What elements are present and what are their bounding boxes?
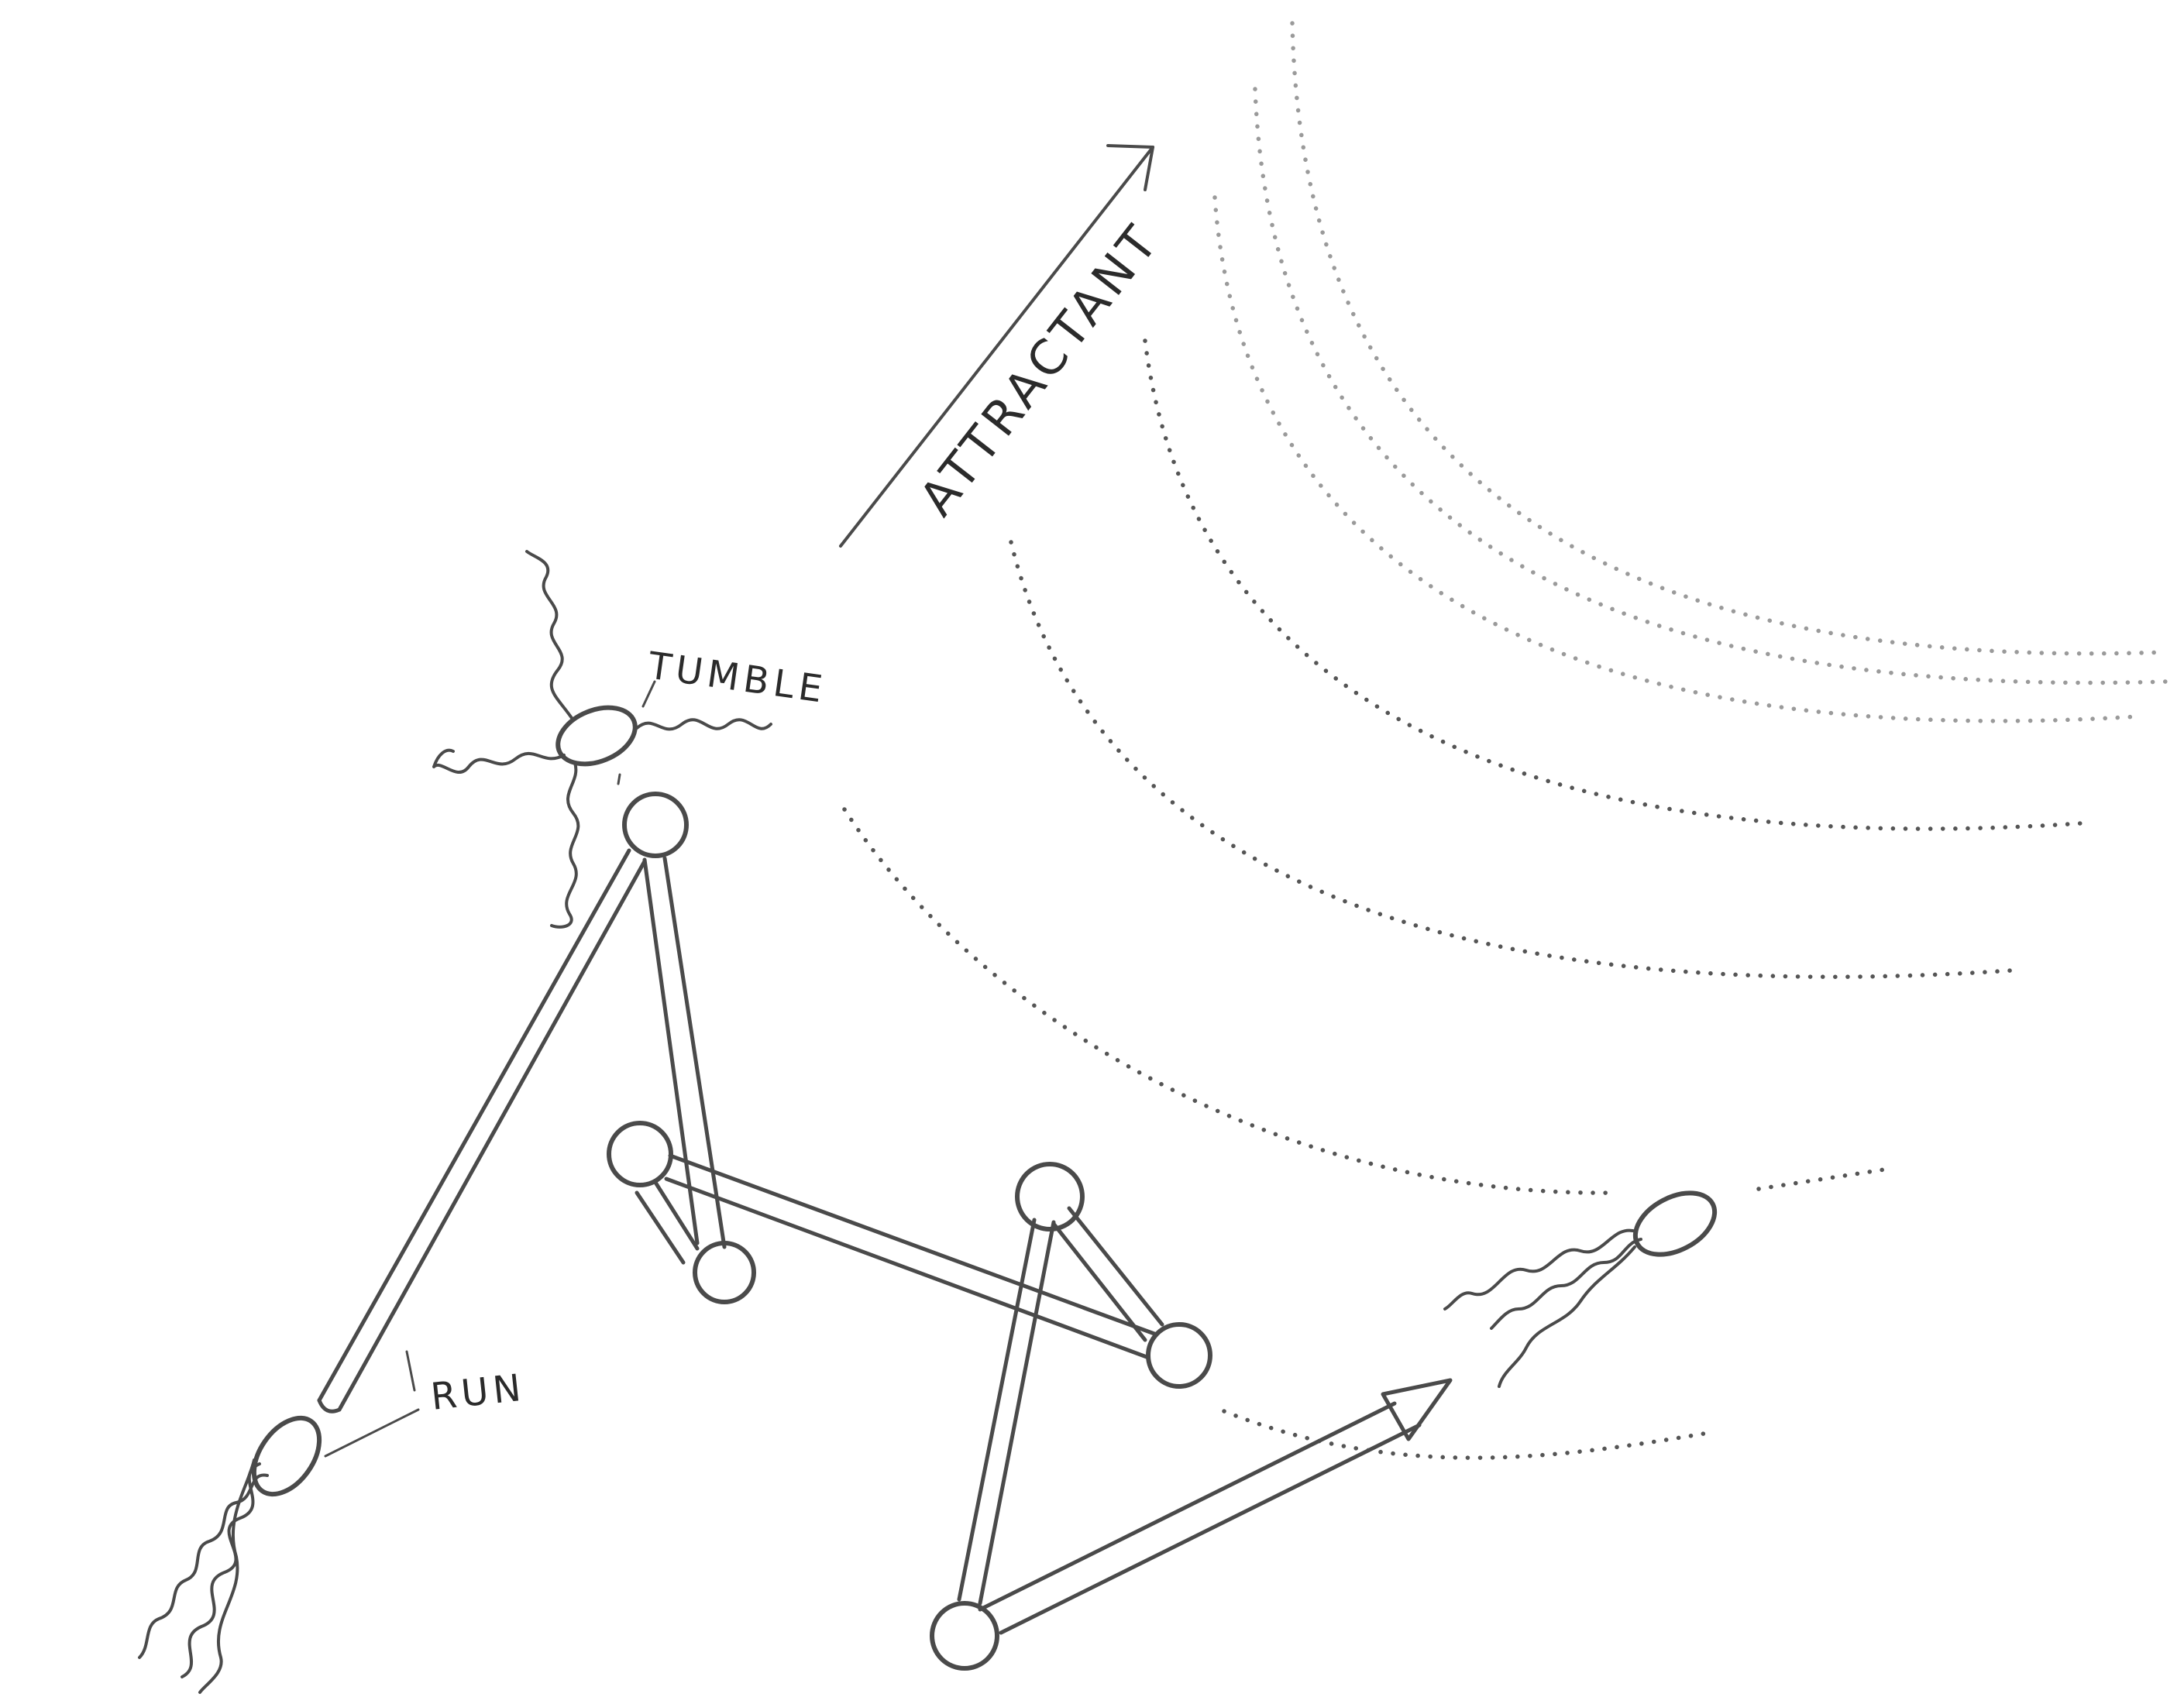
gradient-arc-3 [1212, 195, 2141, 723]
run-tumble-path [317, 848, 1453, 1635]
gradient-arc-5 [1009, 540, 2024, 979]
tumbling-bacterium-body [555, 705, 638, 767]
run-label: RUN [428, 1366, 528, 1418]
end-bacterium [1443, 1190, 1718, 1388]
end-flagellum-1 [1490, 1238, 1642, 1330]
end-flagellum-3 [1498, 1245, 1636, 1388]
flagellum-left [432, 748, 566, 774]
attractant-label: ATTRACTANT [908, 212, 1171, 526]
gradient-arc-1 [1290, 21, 2168, 656]
run-segment-4 [664, 1153, 1157, 1359]
tumbling-bacterium [432, 550, 772, 929]
end-flagellum-2 [1443, 1228, 1638, 1311]
tumble-node-6 [930, 1601, 999, 1671]
attractant-direction-arrow [839, 144, 1154, 548]
start-flagellum-1 [138, 1473, 269, 1659]
attractant-gradient [842, 21, 2168, 1460]
tumble-node-5 [1146, 1322, 1212, 1389]
run-segment-5 [1051, 1206, 1164, 1342]
run-segment-7 [978, 1378, 1453, 1635]
run-segment-2 [642, 856, 727, 1249]
tumble-node-1 [622, 792, 689, 858]
flagellum-down [550, 761, 580, 929]
tumble-nodes [607, 792, 1212, 1671]
gradient-arc-8 [1222, 1409, 1711, 1460]
gradient-arc-4 [1143, 338, 2094, 831]
gradient-arc-7 [1756, 1166, 1897, 1191]
start-bacterium-body [251, 1415, 322, 1497]
flagellum-right [635, 718, 772, 731]
tumble-node-2 [607, 1121, 673, 1187]
run-leader-line [324, 1350, 420, 1458]
tumble-node-3 [693, 1241, 756, 1304]
tumble-label: TUMBLE [645, 644, 829, 712]
end-bacterium-body [1632, 1190, 1718, 1257]
run-segment-6 [957, 1218, 1056, 1606]
start-flagellum-2 [181, 1462, 261, 1678]
tumble-node-4 [1015, 1162, 1085, 1232]
start-flagellum-3 [198, 1458, 256, 1694]
start-bacterium [138, 1415, 322, 1694]
gradient-arc-6 [842, 807, 1614, 1195]
run-segment-1 [317, 848, 647, 1414]
tumble-leader-line [617, 680, 656, 785]
flagellum-up [525, 550, 575, 722]
gradient-arc-2 [1253, 87, 2168, 685]
run-segment-3 [635, 1179, 700, 1265]
